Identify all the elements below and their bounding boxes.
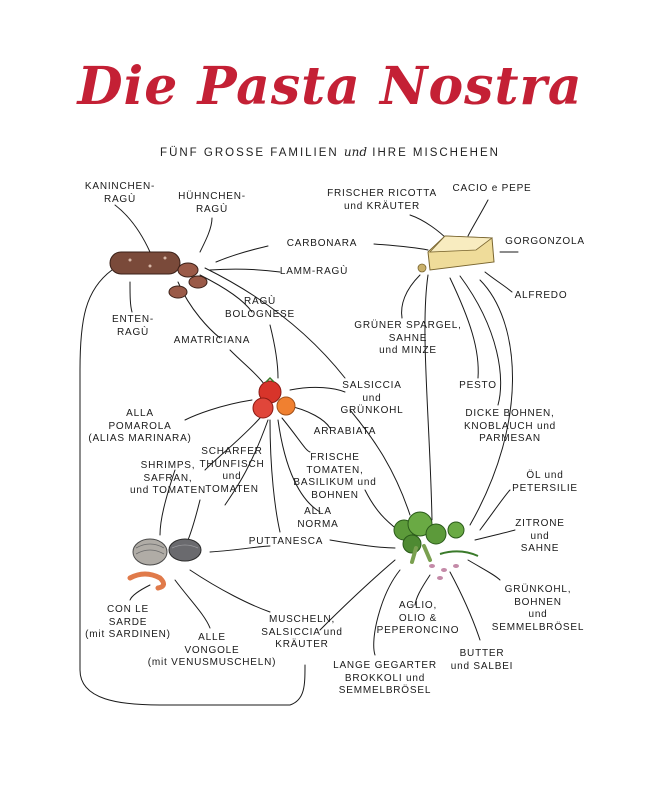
connector-line (277, 419, 321, 513)
label-puttanesca: PUTTANESCA (248, 536, 324, 547)
subtitle-part2: IHRE MISCHEHEN (372, 147, 500, 159)
label-gorgonzola: GORGONZOLA (505, 236, 585, 247)
connector-line (269, 419, 281, 533)
connector-line (184, 399, 253, 421)
connector-line (79, 269, 306, 706)
connector-line (229, 349, 265, 385)
connector-line (209, 268, 281, 273)
connector-line (269, 324, 279, 379)
connector-line (329, 539, 396, 549)
connector-line (467, 199, 489, 237)
salami-icon (109, 251, 208, 299)
connector-line (159, 469, 176, 536)
label-arrabiata: ARRABIATA (313, 426, 377, 437)
connector-line (349, 409, 411, 516)
connector-line (449, 571, 481, 641)
broccoli-icon (393, 511, 479, 580)
connector-line (474, 529, 516, 541)
connector-line (484, 271, 513, 293)
connector-line (215, 245, 269, 263)
connector-line (449, 277, 479, 379)
connector-line (204, 267, 346, 379)
connector-line (373, 243, 429, 251)
connector-line (281, 417, 311, 453)
connector-line (469, 279, 513, 526)
connector-line (409, 214, 449, 241)
tomatoes-icon (252, 376, 296, 419)
connector-line (114, 204, 151, 253)
label-aglio-olio: AGLIO,OLIO &PEPERONCINO (376, 600, 460, 636)
connector-line (459, 275, 502, 406)
connector-line (174, 579, 211, 629)
connector-line (204, 417, 261, 471)
connector-line (224, 419, 269, 506)
connector-line (289, 386, 346, 393)
page-subtitle: FÜNF GROSSE FAMILIEN und IHRE MISCHEHEN (0, 145, 660, 159)
connector-line (187, 499, 201, 541)
label-kaninchen-ragu: KANINCHEN-RAGÙ (84, 181, 156, 205)
label-alfredo: ALFREDO (514, 290, 568, 301)
label-cacio-e-pepe: CACIO e PEPE (452, 183, 532, 194)
connector-line (424, 274, 433, 521)
page-title: Die Pasta Nostra (77, 56, 583, 117)
connector-line (209, 545, 271, 553)
label-enten-ragu: ENTEN-RAGÙ (111, 314, 155, 338)
connector-line (401, 274, 421, 319)
label-shrimps-safran: SHRIMPS,SAFRAN,und TOMATEN (129, 460, 207, 496)
subtitle-und: und (343, 145, 368, 159)
label-lamm-ragu: LAMM-RAGÙ (279, 266, 349, 277)
label-pesto: PESTO (459, 380, 497, 391)
connector-line (467, 559, 501, 581)
cheese-icon (417, 235, 495, 273)
connector-line (189, 569, 271, 613)
label-amatriciana: AMATRICIANA (173, 335, 251, 346)
clams-icon (127, 538, 202, 591)
connector-line (199, 274, 253, 313)
connector-line (129, 281, 133, 313)
connector-line (319, 559, 396, 631)
connector-line (414, 574, 431, 606)
connector-line (129, 584, 151, 601)
subtitle-part1: FÜNF GROSSE FAMILIEN (160, 147, 339, 159)
connector-line (373, 569, 401, 656)
label-huhnchen-ragu: HÜHNCHEN-RAGÙ (178, 191, 246, 215)
connector-line (199, 217, 213, 253)
label-carbonara: CARBONARA (286, 238, 358, 249)
connector-line (479, 489, 511, 531)
